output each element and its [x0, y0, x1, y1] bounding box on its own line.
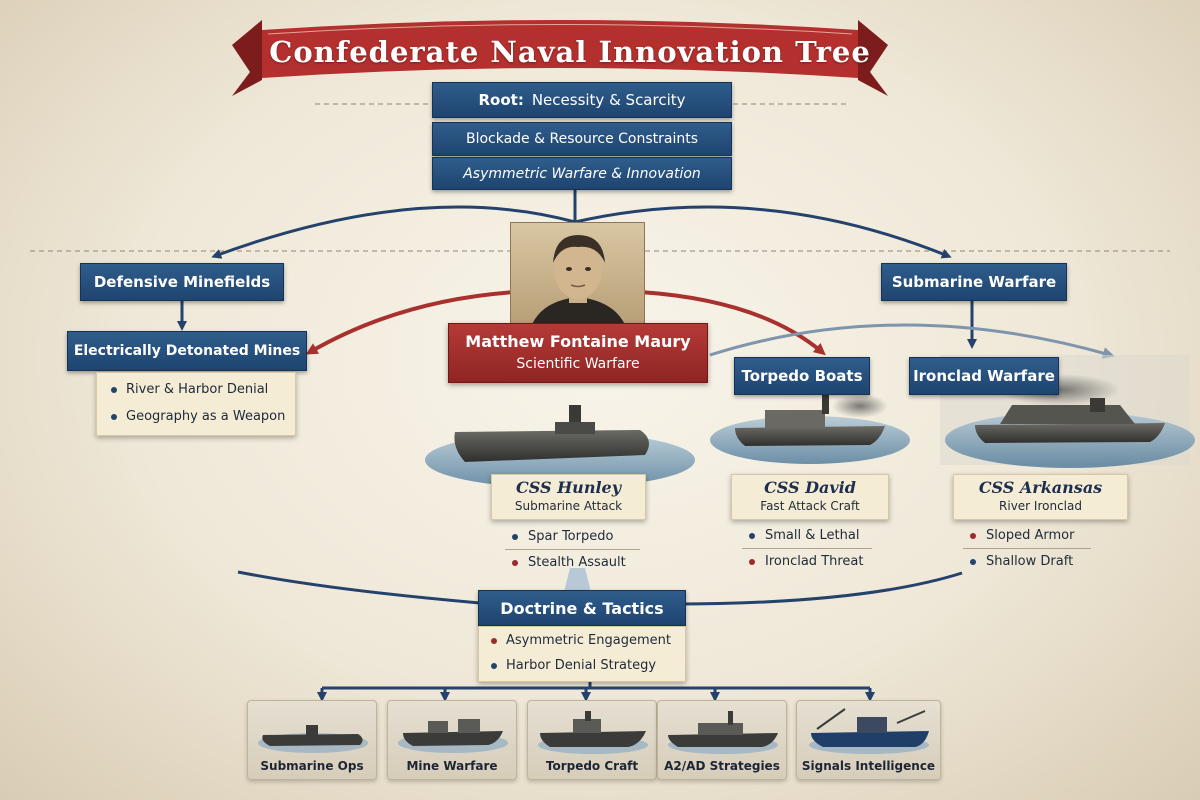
maury-subtitle: Scientific Warfare	[449, 356, 707, 372]
maury-portrait	[510, 222, 645, 326]
david-subtitle: Fast Attack Craft	[731, 499, 889, 513]
david-bullet-2-text: Ironclad Threat	[765, 554, 864, 569]
outcome-torpedo-craft: Torpedo Craft	[527, 700, 657, 780]
asymmetric-box: Asymmetric Warfare & Innovation	[432, 157, 732, 190]
electrically-detonated-mines-box: Electrically Detonated Mines	[67, 331, 307, 371]
doctrine-bullet-2: Harbor Denial Strategy	[506, 658, 656, 673]
root-text: Necessity & Scarcity	[532, 91, 686, 109]
hunley-bullet-2: Stealth Assault	[512, 555, 626, 570]
outcome-submarine-ops: Submarine Ops	[247, 700, 377, 780]
outcome-label: A2/AD Strategies	[658, 759, 786, 773]
bullet-icon	[512, 534, 518, 540]
bullet-icon	[491, 663, 497, 669]
outcome-a2ad-strategies: A2/AD Strategies	[657, 700, 787, 780]
arkansas-bullet-2: Shallow Draft	[970, 554, 1073, 569]
constraints-box: Blockade & Resource Constraints	[432, 122, 732, 156]
root-box: Root: Necessity & Scarcity	[432, 82, 732, 118]
minefield-bullet-1: River & Harbor Denial	[126, 382, 268, 397]
bullet-icon	[512, 560, 518, 566]
outcome-label: Signals Intelligence	[797, 759, 940, 773]
maury-label: Matthew Fontaine Maury Scientific Warfar…	[448, 323, 708, 383]
divider	[742, 548, 872, 549]
hunley-bullet-1-text: Spar Torpedo	[528, 529, 613, 544]
arkansas-bullet-2-text: Shallow Draft	[986, 554, 1073, 569]
arkansas-bullet-1-text: Sloped Armor	[986, 528, 1074, 543]
doctrine-tactics-box: Doctrine & Tactics	[478, 590, 686, 626]
bullet-icon	[970, 559, 976, 565]
bullet-icon	[749, 533, 755, 539]
doctrine-bullet-1: Asymmetric Engagement	[506, 633, 671, 648]
bullet-icon	[111, 414, 117, 420]
ironclad-warfare-box: Ironclad Warfare	[909, 357, 1059, 395]
hunley-subtitle: Submarine Attack	[491, 499, 646, 513]
arkansas-title: CSS Arkansas	[953, 478, 1128, 497]
divider	[963, 548, 1091, 549]
divider	[505, 549, 640, 550]
outcome-mine-warfare: Mine Warfare	[387, 700, 517, 780]
page-title: Confederate Naval Innovation Tree	[250, 28, 890, 76]
hunley-title: CSS Hunley	[491, 478, 646, 497]
outcome-signals-intelligence: Signals Intelligence	[796, 700, 941, 780]
david-bullet-2: Ironclad Threat	[749, 554, 864, 569]
maury-name: Matthew Fontaine Maury	[449, 332, 707, 351]
david-illustration	[710, 392, 910, 464]
torpedo-boats-box: Torpedo Boats	[734, 357, 870, 395]
doctrine-details-card: Asymmetric Engagement Harbor Denial Stra…	[478, 626, 686, 682]
outcome-label: Submarine Ops	[248, 759, 376, 773]
outcome-label: Mine Warfare	[388, 759, 516, 773]
bullet-icon	[749, 559, 755, 565]
david-bullet-1-text: Small & Lethal	[765, 528, 859, 543]
hunley-bullet-1: Spar Torpedo	[512, 529, 613, 544]
root-label: Root:	[478, 91, 523, 109]
defensive-minefields-box: Defensive Minefields	[80, 263, 284, 301]
hunley-bullet-2-text: Stealth Assault	[528, 555, 626, 570]
arkansas-subtitle: River Ironclad	[953, 499, 1128, 513]
bullet-icon	[491, 638, 497, 644]
bullet-icon	[970, 533, 976, 539]
david-bullet-1: Small & Lethal	[749, 528, 859, 543]
bullet-icon	[111, 387, 117, 393]
minefield-bullet-2: Geography as a Weapon	[126, 409, 285, 424]
david-title: CSS David	[731, 478, 889, 497]
arkansas-bullet-1: Sloped Armor	[970, 528, 1074, 543]
outcome-label: Torpedo Craft	[528, 759, 656, 773]
submarine-warfare-box: Submarine Warfare	[881, 263, 1067, 301]
minefields-details-card: River & Harbor Denial Geography as a Wea…	[96, 372, 296, 436]
